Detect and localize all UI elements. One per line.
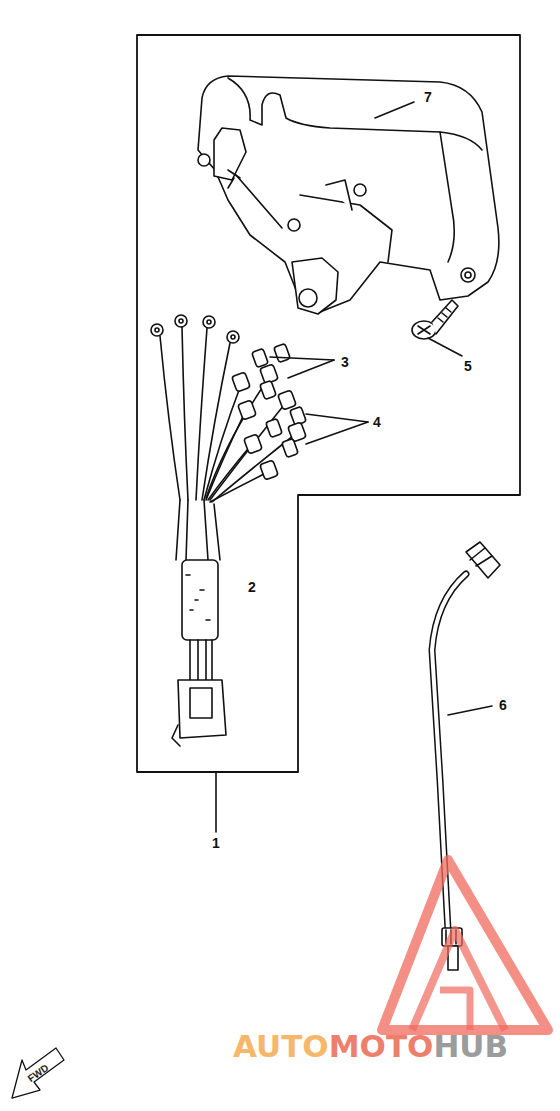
leader-line (236, 175, 282, 228)
callout-number: 3 (341, 355, 349, 369)
meter-housing (198, 76, 499, 314)
leader-line (270, 357, 334, 360)
direction-label: FWD (26, 1062, 51, 1084)
wire-harness (151, 315, 298, 746)
leader-line (448, 706, 492, 715)
watermark-logo (382, 860, 548, 1030)
watermark-word: HUB (433, 1031, 508, 1062)
leader-line (306, 422, 368, 444)
callout-number: 6 (499, 698, 507, 712)
callout-number: 7 (424, 90, 432, 104)
assembly-frame (137, 35, 520, 772)
leader-line (288, 360, 334, 378)
wire-connector (232, 343, 307, 479)
watermark-word: MOTO (329, 1031, 434, 1062)
leader-line (428, 338, 462, 356)
watermark-text: AUTOMOTOHUB (233, 1031, 508, 1062)
callout-number: 4 (373, 415, 381, 429)
leader-line (375, 102, 414, 118)
callout-number: 1 (212, 836, 220, 850)
callout-number: 5 (464, 359, 472, 373)
leader-line (306, 414, 368, 422)
watermark-word: AUTO (233, 1031, 329, 1062)
leader-line (215, 772, 217, 832)
forward-arrow (12, 1048, 64, 1098)
speedometer-cable (432, 542, 500, 970)
screw (412, 300, 458, 339)
callout-number: 2 (248, 580, 256, 594)
